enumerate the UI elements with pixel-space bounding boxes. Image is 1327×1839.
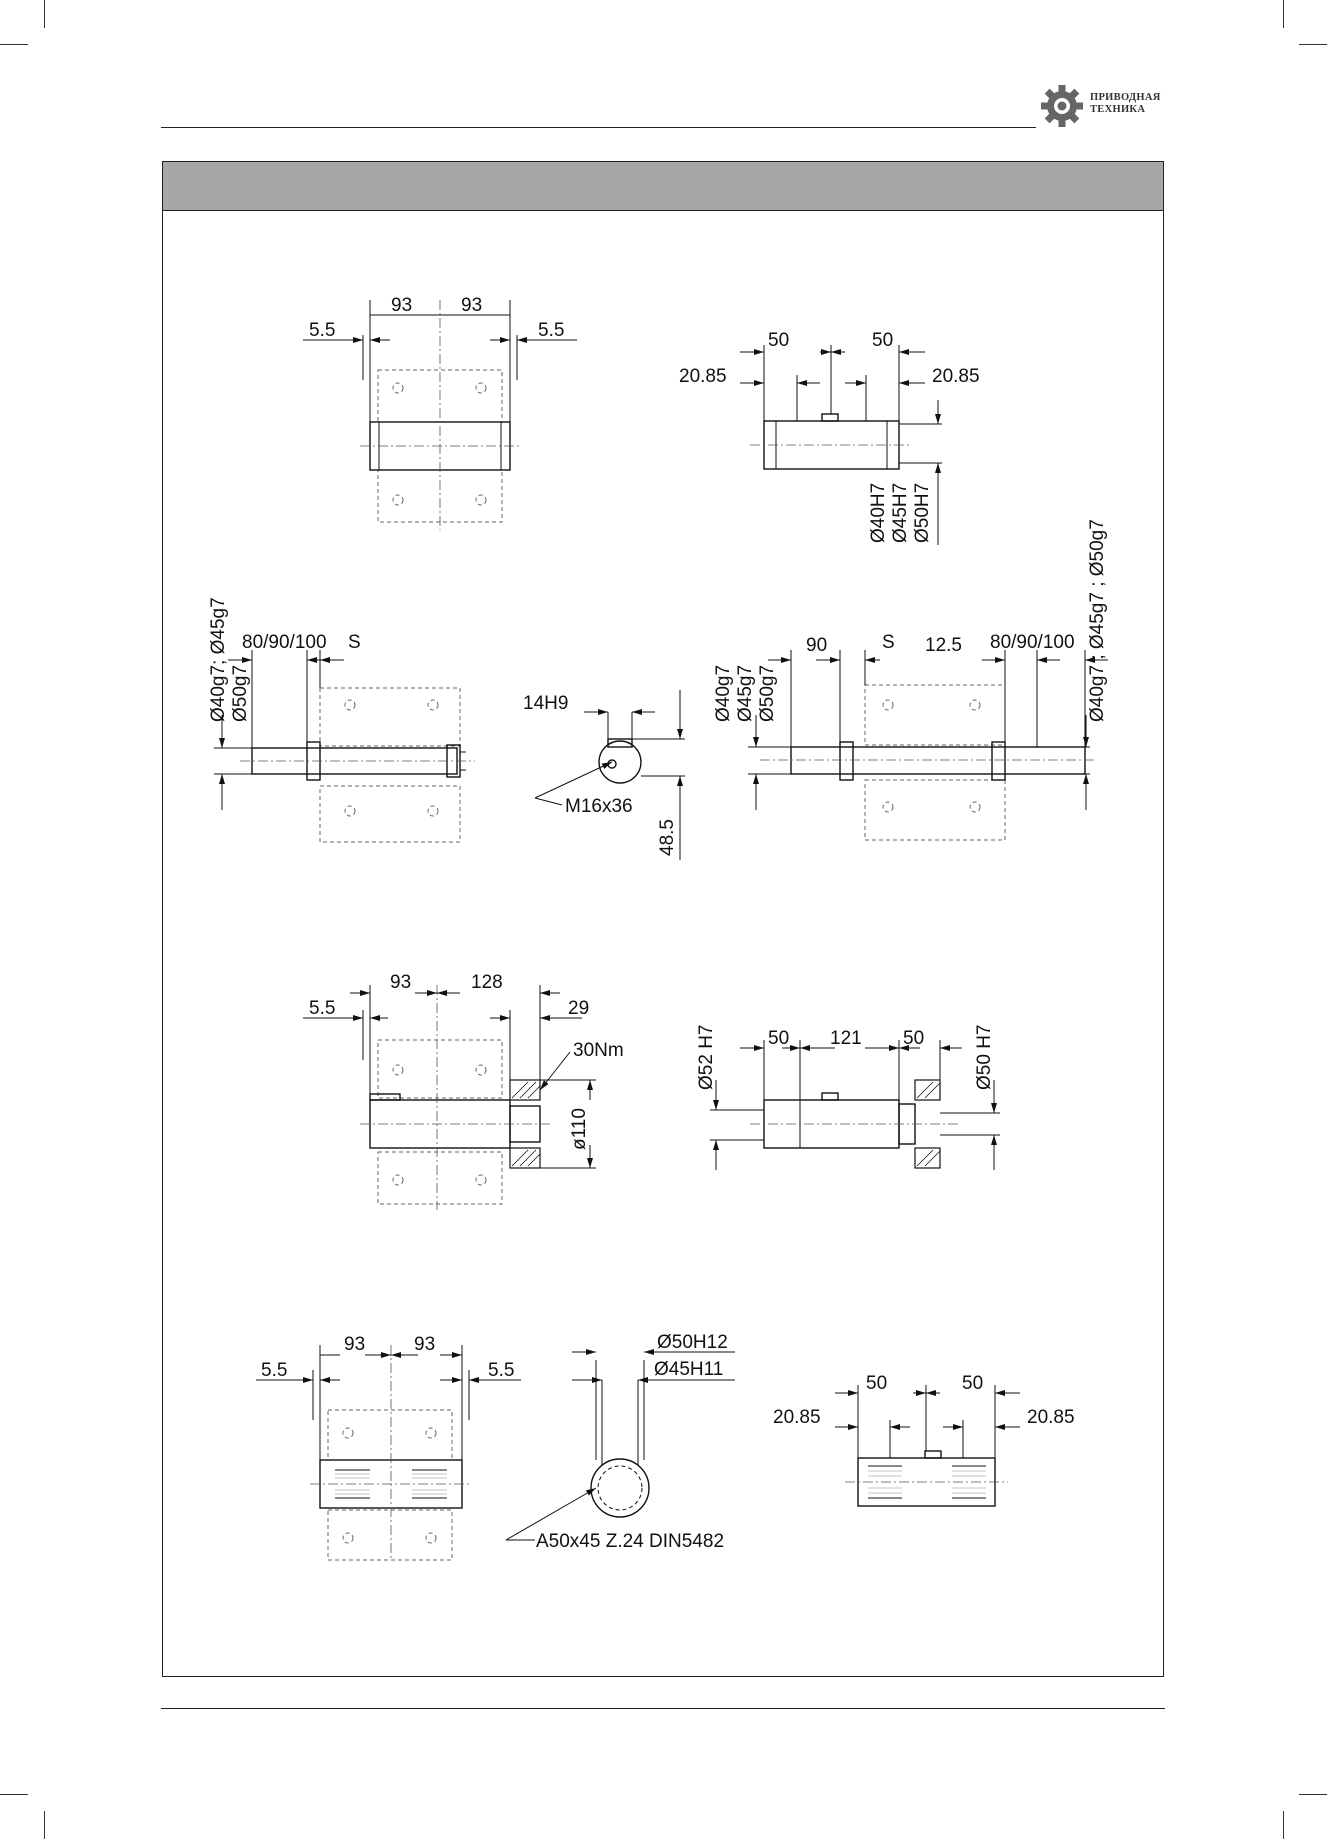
fig3-diam-1: Ø40g7; Ø45g7: [208, 597, 229, 722]
fig5-diam-1: Ø40g7: [713, 665, 734, 722]
fig5-diam-2: Ø45g7: [735, 665, 756, 722]
fig10-left-dim: 50: [866, 1373, 887, 1394]
fig5-double-shaft-unit: 90 S 12.5 80/90/100 Ø40g7 Ø45g7 Ø50g7 Ø4…: [713, 519, 1108, 841]
fig6-flange: ø110: [569, 1108, 590, 1150]
fig3-single-shaft-unit: 80/90/100 S Ø40g7; Ø45g7 Ø50g7: [208, 597, 475, 843]
fig2-bore-3: Ø50H7: [912, 483, 933, 543]
fig3-s: S: [348, 632, 361, 653]
fig1-right-gap: 5.5: [538, 320, 564, 341]
fig6-shrink-disc-unit: 5.5 93 128 29 30Nm ø110: [303, 972, 624, 1210]
fig8-right-gap: 5.5: [488, 1360, 514, 1381]
fig7-bore-right: Ø50 H7: [974, 1025, 995, 1090]
fig1-left-dim: 93: [391, 295, 412, 316]
fig6-gap: 5.5: [309, 998, 335, 1019]
fig10-splined-shaft: 50 50 20.85 20.85: [773, 1373, 1075, 1507]
fig10-right-dim: 50: [962, 1373, 983, 1394]
fig2-hollow-shaft: 50 50 20.85 20.85 Ø40H7 Ø45H7 Ø50H7: [679, 330, 980, 545]
fig7-d3: 50: [903, 1028, 924, 1049]
crop-mark: [1283, 0, 1284, 28]
crop-mark: [44, 0, 45, 28]
crop-mark: [44, 1811, 45, 1839]
fig6-dim128: 128: [471, 972, 503, 993]
fig5-d125: 12.5: [925, 635, 962, 656]
fig8-splined-shaft-unit: 5.5 93 93 5.5: [256, 1334, 521, 1561]
crop-mark: [0, 44, 28, 45]
fig2-right-offset: 20.85: [932, 366, 980, 387]
fig9-spline-section: Ø50H12 Ø45H11 A50x45 Z.24 DIN5482: [505, 1332, 735, 1552]
drawing-frame: [162, 161, 1164, 1677]
brand-line-1: ПРИВОДНАЯ: [1090, 92, 1161, 103]
fig9-d1: Ø50H12: [657, 1332, 728, 1353]
fig5-right-diam: Ø40g7 ; Ø45g7 ; Ø50g7: [1087, 519, 1108, 722]
gear-icon: [1041, 85, 1083, 127]
footer-rule: [161, 1708, 1165, 1709]
fig2-left-dim: 50: [768, 330, 789, 351]
fig6-dim93: 93: [390, 972, 411, 993]
fig4-height: 48.5: [657, 819, 678, 856]
fig10-left-offset: 20.85: [773, 1407, 821, 1428]
fig3-length: 80/90/100: [242, 632, 327, 653]
fig8-left-gap: 5.5: [261, 1360, 287, 1381]
fig7-shrink-disc-shaft: 50 121 50 Ø52 H7 Ø50 H7: [696, 1025, 1000, 1170]
fig5-diam-3: Ø50g7: [757, 665, 778, 722]
fig10-right-offset: 20.85: [1027, 1407, 1075, 1428]
fig4-shaft-end-section: 14H9 M16x36 48.5: [523, 690, 685, 860]
crop-mark: [1283, 1811, 1284, 1839]
fig6-dim29: 29: [568, 998, 589, 1019]
fig5-d90: 90: [806, 635, 827, 656]
fig9-d2: Ø45H11: [654, 1359, 723, 1380]
fig2-right-dim: 50: [872, 330, 893, 351]
fig1-right-dim: 93: [461, 295, 482, 316]
brand-name: ПРИВОДНАЯ ТЕХНИКА: [1090, 92, 1161, 116]
brand-logo: [1038, 82, 1170, 130]
fig2-bore-2: Ø45H7: [890, 483, 911, 543]
crop-mark: [0, 1794, 28, 1795]
fig1-hollow-shaft-unit: 5.5 93 93 5.5: [303, 295, 577, 530]
crop-mark: [1299, 44, 1327, 45]
fig7-d1: 50: [768, 1028, 789, 1049]
fig2-bore-1: Ø40H7: [868, 483, 889, 543]
fig6-torque: 30Nm: [573, 1040, 624, 1061]
fig9-spline: A50x45 Z.24 DIN5482: [536, 1531, 724, 1552]
fig7-bore-left: Ø52 H7: [696, 1025, 717, 1090]
fig5-s: S: [882, 632, 895, 653]
fig1-left-gap: 5.5: [309, 320, 335, 341]
fig2-left-offset: 20.85: [679, 366, 727, 387]
fig4-key: 14H9: [523, 693, 568, 714]
header-band: [163, 162, 1163, 211]
fig8-left-dim: 93: [344, 1334, 365, 1355]
crop-mark: [1299, 1794, 1327, 1795]
fig7-d2: 121: [830, 1028, 862, 1049]
header-rule: [161, 127, 1036, 128]
fig4-thread: M16x36: [565, 796, 633, 817]
fig8-right-dim: 93: [414, 1334, 435, 1355]
fig3-diam-2: Ø50g7: [230, 665, 251, 722]
brand-line-2: ТЕХНИКА: [1090, 104, 1146, 115]
fig5-length: 80/90/100: [990, 632, 1075, 653]
